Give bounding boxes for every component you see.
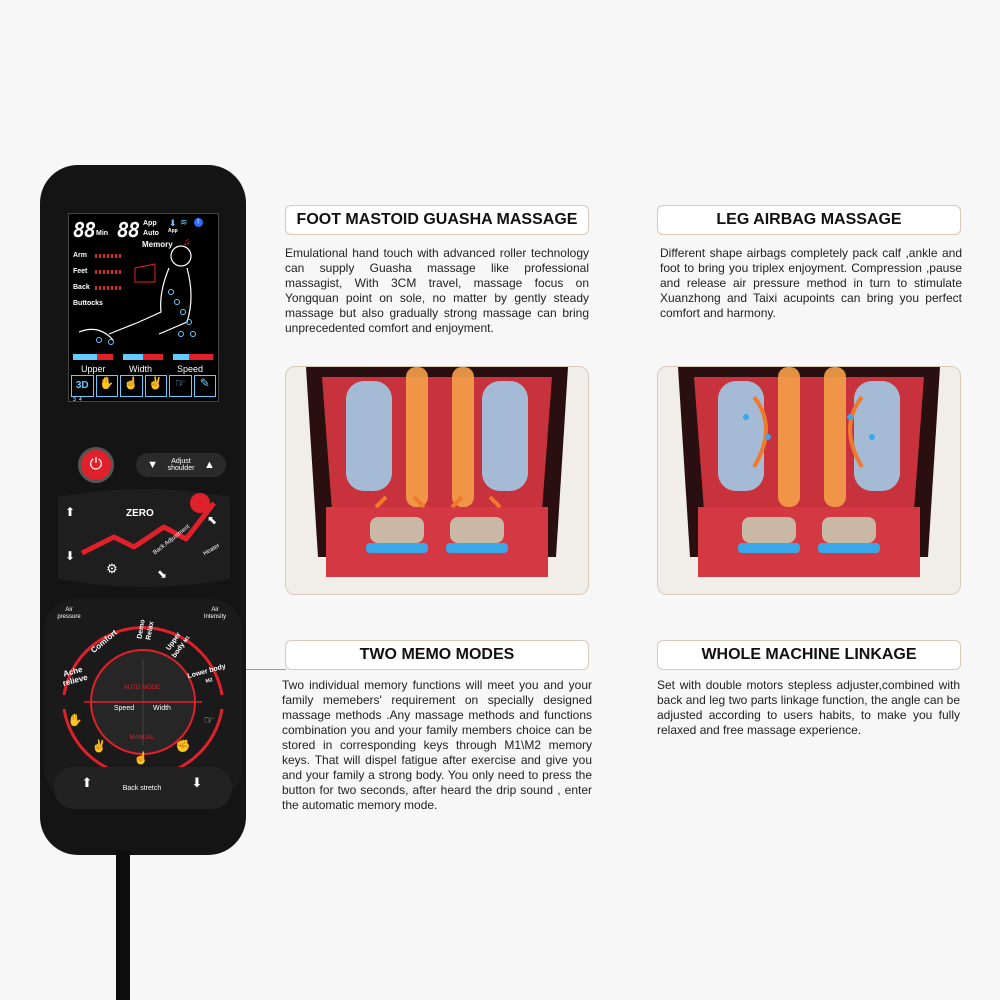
row-buttocks: Buttocks — [73, 300, 103, 307]
roll-mode-icon: ☞ — [169, 375, 192, 397]
width-label: Width — [129, 364, 153, 374]
timer-unit: Min — [96, 230, 109, 237]
tap-mode-icon: ✌ — [144, 375, 167, 397]
back-stretch-button[interactable]: Back stretch — [122, 785, 162, 792]
air-intensity-button[interactable]: Air Intensity — [203, 607, 227, 620]
bluetooth-icon: ᛒ — [194, 218, 203, 227]
zero-button[interactable]: ZERO — [126, 508, 154, 519]
feet-level-bar — [95, 270, 121, 274]
settings-gear-icon[interactable]: ⚙ — [106, 561, 118, 576]
zero-gravity-pad — [58, 489, 230, 587]
width-button[interactable]: Width — [153, 705, 171, 712]
recline-up-button[interactable]: ⬆ — [64, 505, 76, 519]
foot-massage-description: Emulational hand touch with advanced rol… — [285, 246, 589, 335]
power-button[interactable]: ⏻ — [78, 447, 114, 483]
manual-label: MANUAL — [129, 735, 155, 741]
row-feet: Feet — [73, 268, 88, 275]
m2-label: M2 — [205, 677, 214, 685]
back-stretch-row — [54, 767, 232, 809]
badge-3d: 3D — [71, 375, 94, 397]
memo-modes-description: Two individual memory functions will mee… — [282, 678, 592, 812]
remote-control: 88 Min 88 App Auto ⬇ App ≋ ᛒ Memory ♫ Ar… — [40, 165, 246, 855]
memory-label: Memory — [142, 240, 173, 249]
hand-tap-icon[interactable]: ✌ — [91, 739, 107, 753]
auto-label: Auto — [143, 230, 159, 237]
m1-label: M1 — [182, 634, 192, 645]
arm-level-bar — [95, 254, 121, 258]
knead-mode-icon: ☝ — [120, 375, 143, 397]
hand-knead-icon[interactable]: ✋ — [67, 713, 83, 727]
leg-down-button[interactable]: ⬊ — [156, 567, 168, 581]
foot-massage-title: FOOT MASTOID GUASHA MASSAGE — [285, 205, 589, 235]
app-label: App — [143, 220, 157, 227]
leg-up-button[interactable]: ⬉ — [206, 513, 218, 527]
shoulder-up-icon: ▲ — [204, 459, 215, 471]
auto-mode-label: AUTO MODE — [123, 685, 161, 691]
upper-label: Upper — [81, 364, 106, 374]
memo-modes-title: TWO MEMO MODES — [285, 640, 589, 670]
speed-button[interactable]: Speed — [113, 705, 135, 712]
hand-press-icon[interactable]: ☝ — [133, 751, 149, 765]
leg-airbag-illustration — [658, 367, 960, 594]
row-back: Back — [73, 284, 90, 291]
connector-line — [246, 669, 286, 670]
foot-roller-illustration — [286, 367, 588, 594]
foot-roller-icon[interactable]: ☞ — [203, 713, 215, 727]
upper-level-bar — [73, 354, 113, 360]
foot-massage-photo — [285, 366, 589, 595]
machine-linkage-description: Set with double motors stepless adjuster… — [657, 678, 960, 737]
download-icon: ⬇ — [169, 218, 177, 228]
music-note-icon: ♫ — [183, 237, 191, 248]
adjust-shoulder-label: Adjust shoulder — [167, 458, 195, 472]
recline-down-button[interactable]: ⬇ — [64, 549, 76, 563]
machine-linkage-title: WHOLE MACHINE LINKAGE — [657, 640, 961, 670]
speed-label: Speed — [177, 364, 204, 374]
air-pressure-button[interactable]: Air pressure — [57, 607, 81, 620]
foot-mode-icon: ✎ — [193, 375, 216, 397]
app-small-label: App — [168, 228, 178, 234]
body-figure-icon — [78, 245, 196, 345]
leg-airbag-title: LEG AIRBAG MASSAGE — [657, 205, 961, 235]
remote-cable — [116, 850, 130, 1000]
move-up-button[interactable]: ⬆ — [81, 775, 93, 790]
back-level-bar — [95, 286, 121, 290]
mode-icon-row: 3D ✋ ☝ ✌ ☞ ✎ — [71, 375, 216, 397]
row-arm: Arm — [73, 252, 88, 259]
leg-airbag-photo — [657, 366, 961, 595]
move-down-button[interactable]: ⬇ — [191, 775, 203, 790]
level-number-4: 4 — [79, 397, 82, 403]
mode-digits: 88 — [117, 218, 140, 242]
leg-airbag-description: Different shape airbags completely pack … — [660, 246, 962, 320]
speed-level-bar — [173, 354, 213, 360]
wifi-icon: ≋ — [180, 217, 188, 227]
adjust-shoulder-button[interactable]: ▼ Adjust shoulder ▲ — [136, 453, 226, 477]
hand-shiatsu-icon[interactable]: ✊ — [175, 739, 191, 753]
level-number-3: 3 — [73, 397, 76, 403]
lcd-screen: 88 Min 88 App Auto ⬇ App ≋ ᛒ Memory ♫ Ar… — [68, 213, 219, 403]
hand-mode-icon: ✋ — [95, 375, 118, 397]
timer-digits: 88 — [73, 218, 96, 242]
width-level-bar — [123, 354, 163, 360]
shoulder-down-icon: ▼ — [147, 459, 158, 471]
auto-mode-dial — [44, 599, 242, 799]
